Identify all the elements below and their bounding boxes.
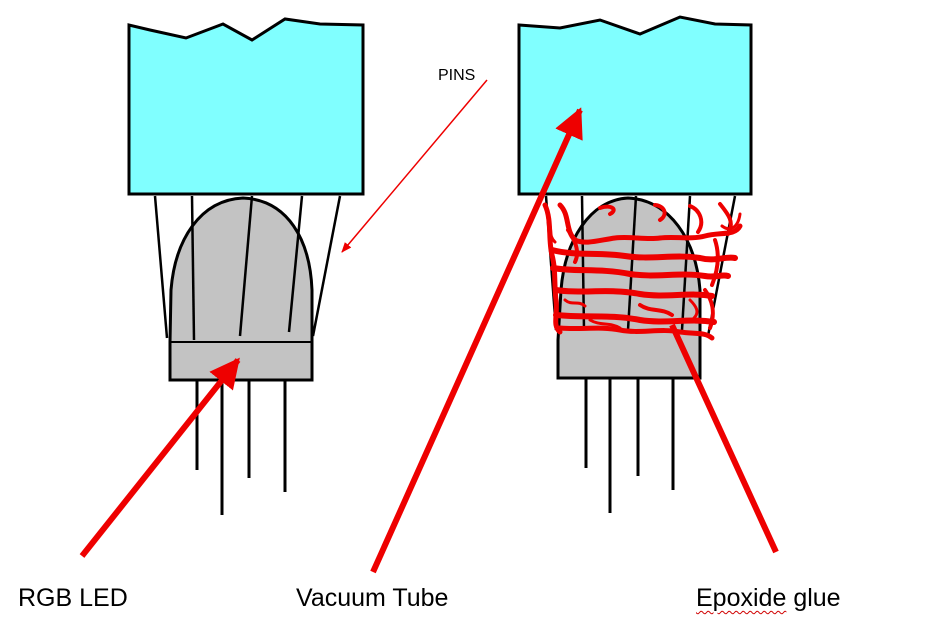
right-led-legs — [584, 378, 675, 513]
rgb-led-label: RGB LED — [18, 584, 128, 612]
left-vacuum-tube — [127, 17, 365, 196]
epoxide-glue-label: Epoxide glue — [696, 584, 841, 613]
right-assembly — [517, 15, 753, 513]
right-led-body — [556, 196, 702, 380]
left-led-body — [168, 196, 314, 382]
vacuum-tube-arrow — [370, 107, 583, 574]
left-led-legs — [195, 380, 287, 515]
rgb-led-arrow — [79, 357, 241, 558]
right-vacuum-tube — [517, 15, 753, 196]
left-assembly — [127, 17, 365, 515]
glue-word: glue — [793, 584, 841, 612]
epoxide-glue-arrow — [669, 323, 779, 554]
pins-arrow — [341, 79, 488, 253]
epoxide-glue-scribble — [542, 202, 743, 341]
pins-label: PINS — [438, 67, 476, 84]
vacuum-tube-label: Vacuum Tube — [296, 584, 449, 612]
arrows — [79, 79, 779, 574]
epoxide-word: Epoxide — [696, 584, 787, 612]
left-tube-pins — [153, 195, 342, 341]
